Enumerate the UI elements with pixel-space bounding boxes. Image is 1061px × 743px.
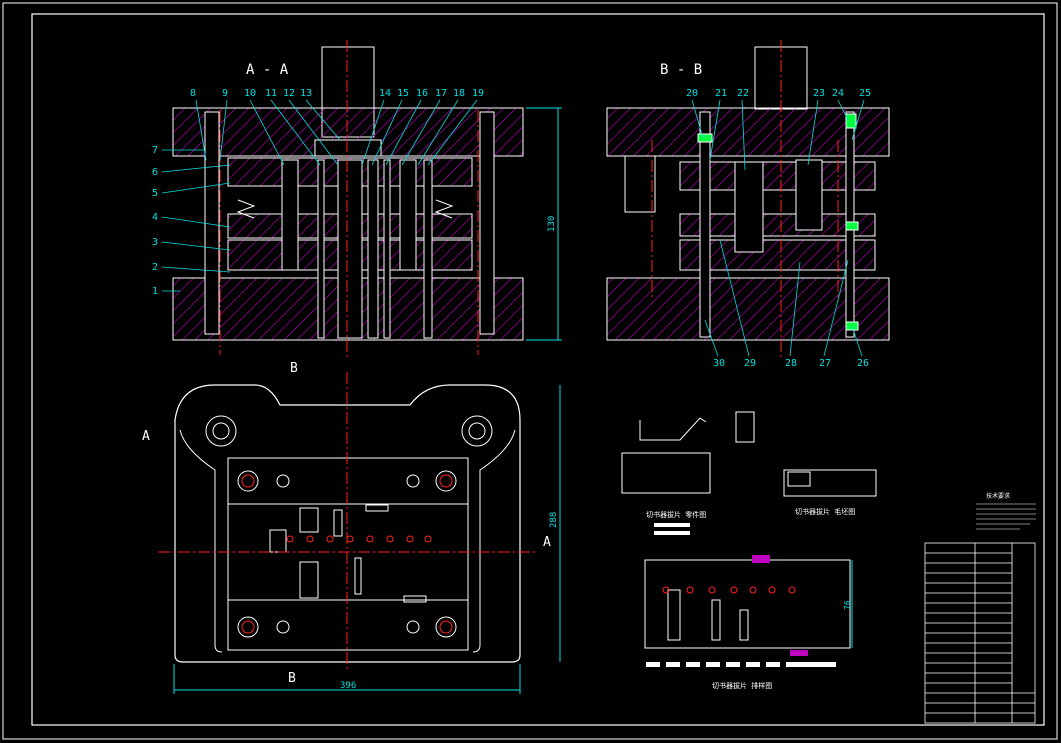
plan-mark-b-bottom: B [288,671,296,686]
bb-label-20: 20 [686,88,698,99]
aa-label-5: 5 [152,188,158,199]
aa-label-8: 8 [190,88,196,99]
bb-label-29: 29 [744,358,756,369]
aa-label-11: 11 [265,88,277,99]
blank-caption: 切书器拔片 毛坯图 [795,507,855,516]
plan-width-dim: 396 [340,681,356,691]
bb-label-22: 22 [737,88,749,99]
aa-label-19: 19 [472,88,484,99]
aa-label-9: 9 [222,88,228,99]
bb-label-24: 24 [832,88,844,99]
bb-label-26: 26 [857,358,869,369]
aa-label-15: 15 [397,88,409,99]
section-aa-title: A - A [246,62,289,78]
part-caption: 切书器拔片 零件图 [646,510,706,519]
aa-height-dim: 130 [547,216,557,232]
bb-label-27: 27 [819,358,831,369]
strip-layout-drawing: 76 切书器拔片 排样图 [644,555,853,690]
section-aa-view: A - A [152,40,562,360]
section-bb-view: B - B 20 21 22 23 24 25 30 29 28 [606,40,890,369]
die-insert-plan [227,457,469,651]
aa-label-7: 7 [152,145,158,156]
aa-label-6: 6 [152,167,158,178]
bb-label-25: 25 [859,88,871,99]
aa-label-13: 13 [300,88,312,99]
title-block-parts-list [924,542,1036,724]
plan-mark-a-left: A [142,429,150,444]
lower-die-outline [174,384,521,663]
aa-label-14: 14 [379,88,391,99]
bb-label-28: 28 [785,358,797,369]
layout-dim: 76 [843,600,852,610]
aa-label-16: 16 [416,88,428,99]
aa-label-3: 3 [152,237,158,248]
aa-label-4: 4 [152,212,158,223]
bb-label-30: 30 [713,358,725,369]
drawing-border-inner [31,13,1045,726]
part-drawing: 切书器拔片 零件图 [621,411,755,535]
aa-label-1: 1 [152,286,158,297]
section-bb-title: B - B [660,62,702,78]
technical-notes: 技术要求 [976,492,1036,530]
notes-title: 技术要求 [986,492,1010,500]
plan-view: B B A A 396 288 [142,361,561,694]
bb-label-21: 21 [715,88,727,99]
aa-label-12: 12 [283,88,295,99]
plan-mark-b-top: B [290,361,298,376]
plan-height-dim: 288 [549,512,559,528]
aa-label-17: 17 [435,88,447,99]
aa-label-10: 10 [244,88,256,99]
aa-label-2: 2 [152,262,158,273]
aa-label-18: 18 [453,88,465,99]
bb-label-23: 23 [813,88,825,99]
blank-drawing: 切书器拔片 毛坯图 [783,469,877,516]
layout-caption: 切书器拔片 排样图 [712,681,772,690]
plan-mark-a-right: A [543,535,551,550]
